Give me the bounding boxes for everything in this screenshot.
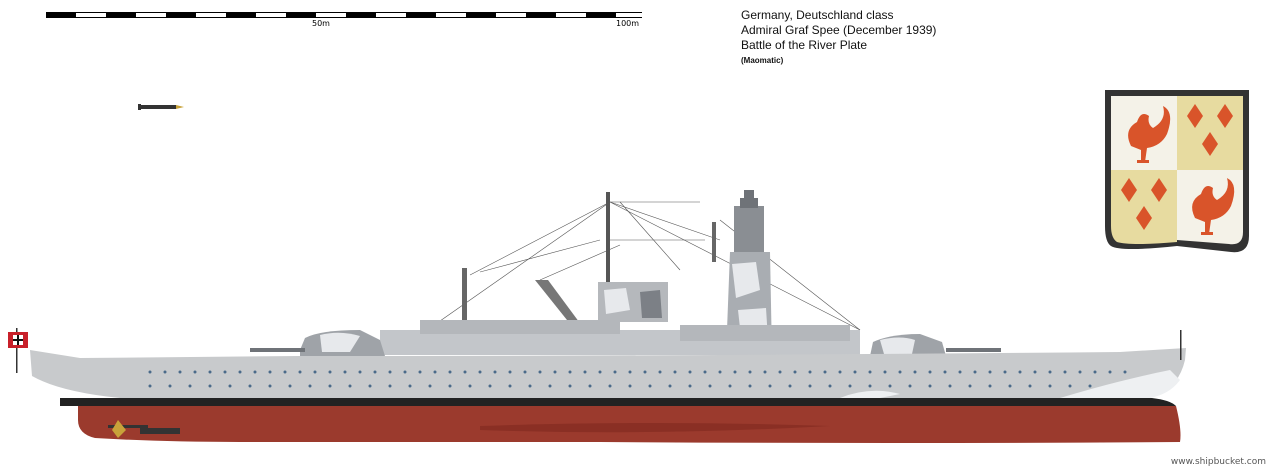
- title-line-1: Germany, Deutschland class: [741, 8, 894, 22]
- diamond-icon: [1136, 206, 1152, 230]
- crest-icon: [1105, 90, 1249, 253]
- diamond-icon: [1121, 178, 1137, 202]
- ship-profile: [8, 190, 1186, 443]
- diamond-icon: [1202, 132, 1218, 156]
- author-credit: (Maomatic): [741, 56, 784, 65]
- hull-upper: [30, 348, 1186, 398]
- propeller-icon: [108, 420, 180, 438]
- main-mast: [606, 192, 610, 342]
- scale-label-100m: 100m: [616, 19, 640, 28]
- portholes: [148, 370, 1127, 388]
- flag-icon: [8, 328, 28, 373]
- title-block: Germany, Deutschland class Admiral Graf …: [741, 8, 1041, 65]
- torpedo-icon: [138, 104, 184, 110]
- diamond-icon: [1151, 178, 1167, 202]
- diamond-icon: [1187, 104, 1203, 128]
- diamond-icon: [1217, 104, 1233, 128]
- rooster-icon: [1192, 178, 1235, 235]
- site-footer: www.shipbucket.com: [1170, 457, 1266, 467]
- rooster-icon: [1128, 106, 1171, 163]
- scale-label-50m: 50m: [312, 19, 330, 28]
- title-line-2: Admiral Graf Spee (December 1939): [741, 23, 937, 37]
- scale-bar: [46, 12, 642, 18]
- aft-crane: [462, 268, 467, 338]
- boot-topping: [60, 398, 1176, 406]
- title-line-3: Battle of the River Plate: [741, 38, 868, 52]
